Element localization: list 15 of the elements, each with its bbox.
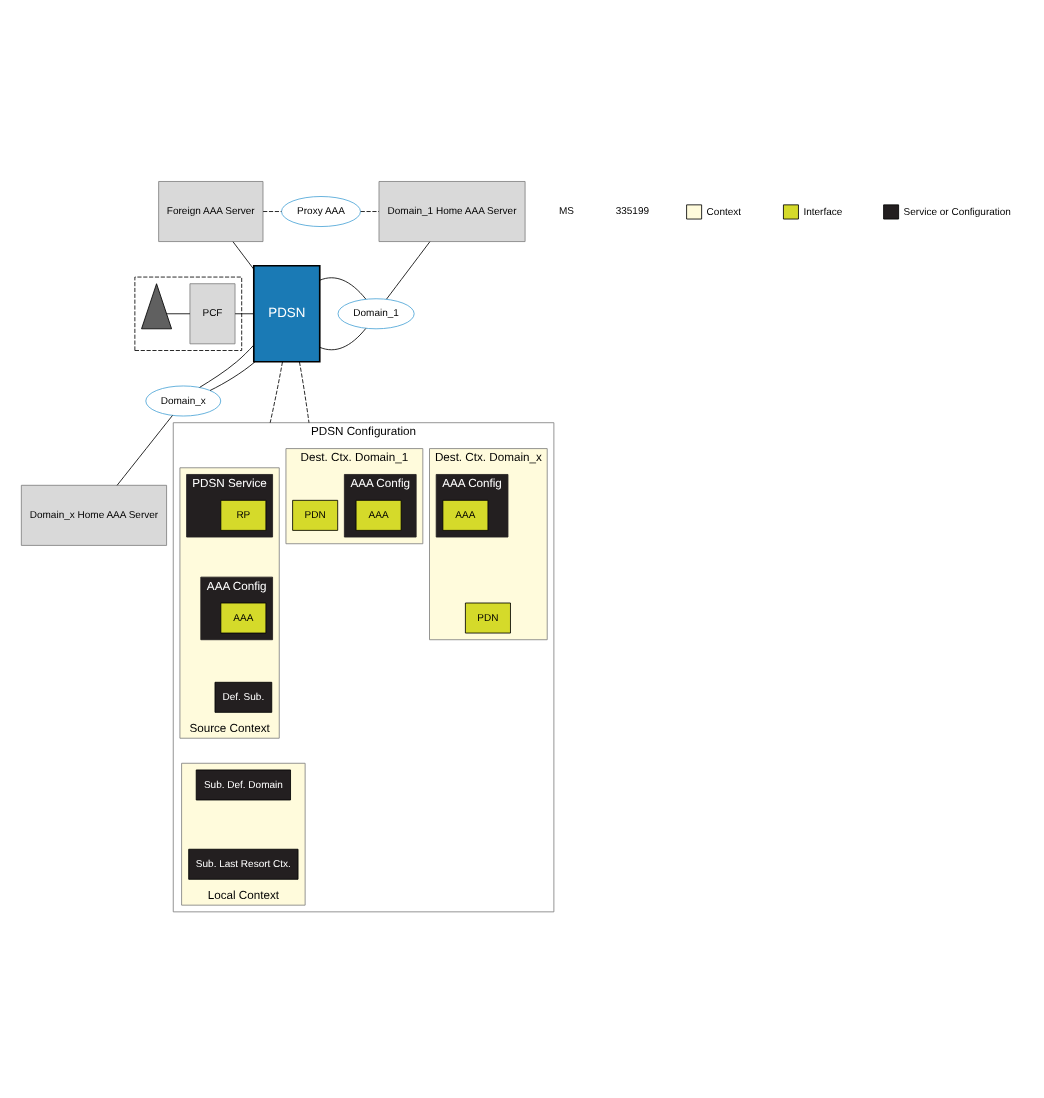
connector [318, 327, 366, 350]
connector [268, 360, 282, 423]
connector [261, 210, 281, 211]
connector [115, 414, 172, 485]
connector [359, 210, 379, 211]
cluster [133, 275, 242, 350]
connector [208, 360, 255, 390]
connector [233, 312, 254, 314]
connector [198, 343, 254, 387]
connector [318, 276, 366, 299]
node-tower [140, 282, 171, 329]
connector [298, 360, 309, 423]
connector [165, 312, 190, 314]
connector [231, 240, 254, 269]
connector [385, 240, 430, 299]
